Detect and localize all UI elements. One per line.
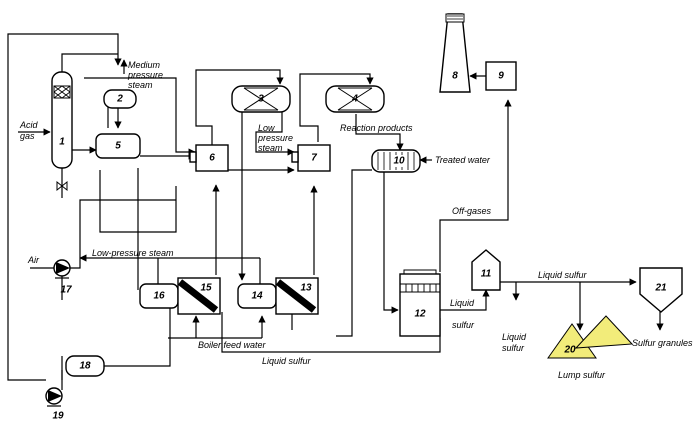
svg-text:sulfur: sulfur [452,320,475,330]
svg-text:steam: steam [258,143,283,153]
svg-text:4: 4 [351,94,358,105]
svg-text:5: 5 [115,141,121,152]
unit-20-lump-sulfur-piles: 20 [547,315,634,359]
unit-19-pump: 19 [45,387,64,422]
unit-17-air-blower: 17 [53,259,72,296]
unit-7-heater: 7 [291,144,331,172]
svg-text:21: 21 [654,283,667,294]
stream-labels: Acid gas Air Medium pressure steam Low p… [19,60,693,380]
svg-text:15: 15 [200,283,212,294]
svg-text:16: 16 [153,291,165,302]
svg-text:Liquid sulfur: Liquid sulfur [262,356,312,366]
svg-text:Sulfur granules: Sulfur granules [632,338,693,348]
svg-text:13: 13 [300,283,312,294]
svg-text:Lump sulfur: Lump sulfur [558,370,606,380]
svg-text:6: 6 [209,153,215,164]
svg-text:11: 11 [481,269,492,280]
svg-text:Low-pressure steam: Low-pressure steam [92,248,174,258]
unit-10-condenser: 10 [371,149,421,173]
svg-text:3: 3 [258,94,264,105]
unit-9-incinerator: 9 [485,61,517,91]
unit-4-reactor: 4 [325,85,385,113]
svg-text:Liquid sulfur: Liquid sulfur [538,270,588,280]
svg-text:20: 20 [563,345,576,356]
svg-text:Low: Low [258,123,275,133]
svg-text:Treated water: Treated water [435,155,491,165]
unit-15-economizer: 15 [177,277,221,315]
unit-13-economizer: 13 [275,277,319,315]
unit-3-reactor: 3 [231,85,291,113]
svg-text:14: 14 [251,291,263,302]
unit-18-tank: 18 [65,355,105,377]
svg-text:8: 8 [452,71,458,82]
unit-14-drum: 14 [237,283,277,309]
unit-11-sulfur-pit: 11 [471,249,501,291]
svg-text:steam: steam [128,80,153,90]
svg-text:Off-gases: Off-gases [452,206,492,216]
unit-1-column: 1 [51,71,73,198]
unit-2-drum: 2 [103,89,137,109]
svg-text:Liquid: Liquid [502,332,527,342]
process-lines [7,33,664,390]
svg-text:18: 18 [79,361,91,372]
svg-text:10: 10 [393,156,405,167]
svg-text:Liquid: Liquid [450,298,475,308]
svg-text:17: 17 [60,285,72,296]
svg-text:19: 19 [52,411,64,422]
unit-6-heater: 6 [189,144,229,172]
svg-text:Acid: Acid [19,120,39,130]
svg-text:Air: Air [27,255,40,265]
unit-21-granulator: 21 [639,267,683,313]
svg-text:9: 9 [498,71,504,82]
unit-1-number: 1 [59,137,65,148]
unit-16-drum: 16 [139,283,179,309]
svg-text:Medium: Medium [128,60,161,70]
svg-text:pressure: pressure [257,133,293,143]
unit-8-stack: 8 [439,13,471,93]
svg-text:7: 7 [311,153,317,164]
unit-12-separator: 12 [399,269,441,337]
svg-text:Reaction products: Reaction products [340,123,413,133]
svg-text:12: 12 [414,309,426,320]
svg-text:sulfur: sulfur [502,343,525,353]
svg-text:Boiler feed water: Boiler feed water [198,340,267,350]
unit-5-waste-heat-boiler: 5 [95,133,141,159]
svg-text:2: 2 [116,94,123,105]
svg-text:pressure: pressure [127,70,163,80]
svg-text:gas: gas [20,131,35,141]
